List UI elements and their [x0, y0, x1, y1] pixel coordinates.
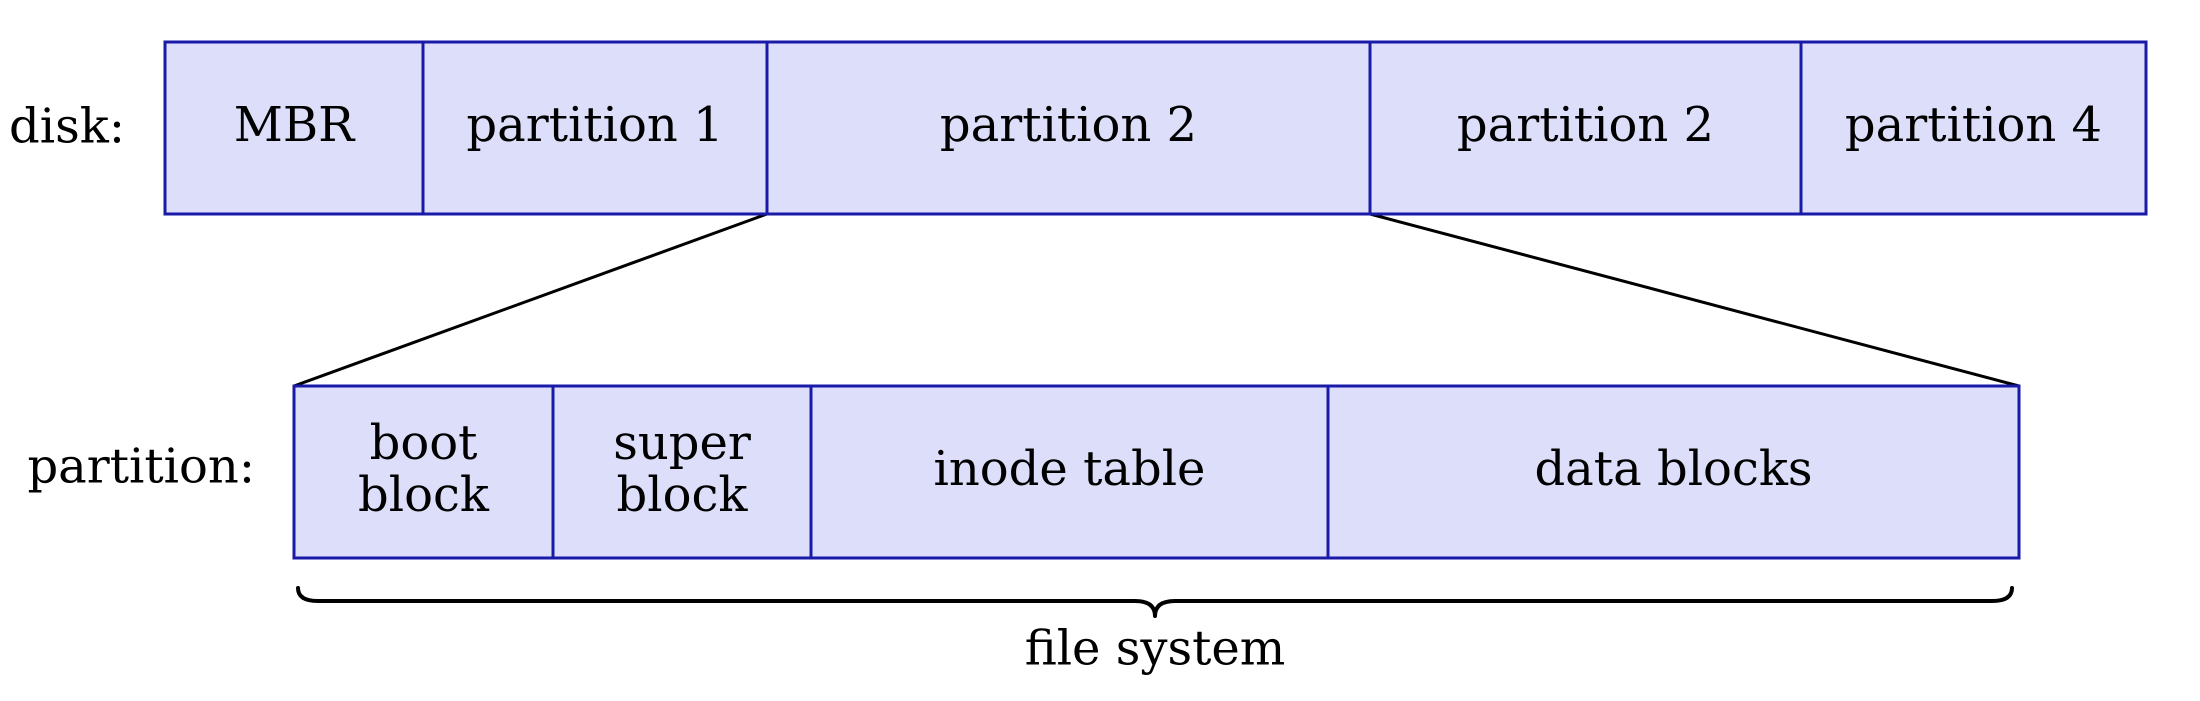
segment-data-blocks [1326, 384, 2021, 560]
partition-row-label: partition: [27, 439, 255, 495]
segment-inode-table [809, 384, 1330, 560]
segment-partition-2 [765, 40, 1372, 216]
segment-partition-4-label: partition 4 [1845, 97, 2102, 153]
segment-mbr [163, 40, 425, 216]
disk-row: MBR partition 1 partition 2 partition 2 part… [163, 40, 2148, 216]
segment-boot-block [292, 384, 555, 560]
segment-inode-table-label: inode table [934, 441, 1206, 497]
segment-mbr-label: MBR [234, 97, 356, 153]
file-system-label: file system [1025, 621, 1286, 677]
segment-data-blocks-label: data blocks [1534, 441, 1812, 497]
segment-partition-1-label: partition 1 [466, 97, 723, 153]
segment-partition-3 [1368, 40, 1803, 216]
segment-partition-2-label: partition 2 [940, 97, 1197, 153]
disk-row-label: disk: [9, 99, 125, 155]
zoom-line-left [293, 212, 768, 388]
file-system-brace [296, 586, 2014, 618]
segment-partition-3-label: partition 2 [1457, 97, 1714, 153]
zoom-line-right [1369, 212, 2020, 388]
segment-super-block [551, 384, 813, 560]
segment-partition-1 [421, 40, 769, 216]
segment-partition-4 [1799, 40, 2148, 216]
